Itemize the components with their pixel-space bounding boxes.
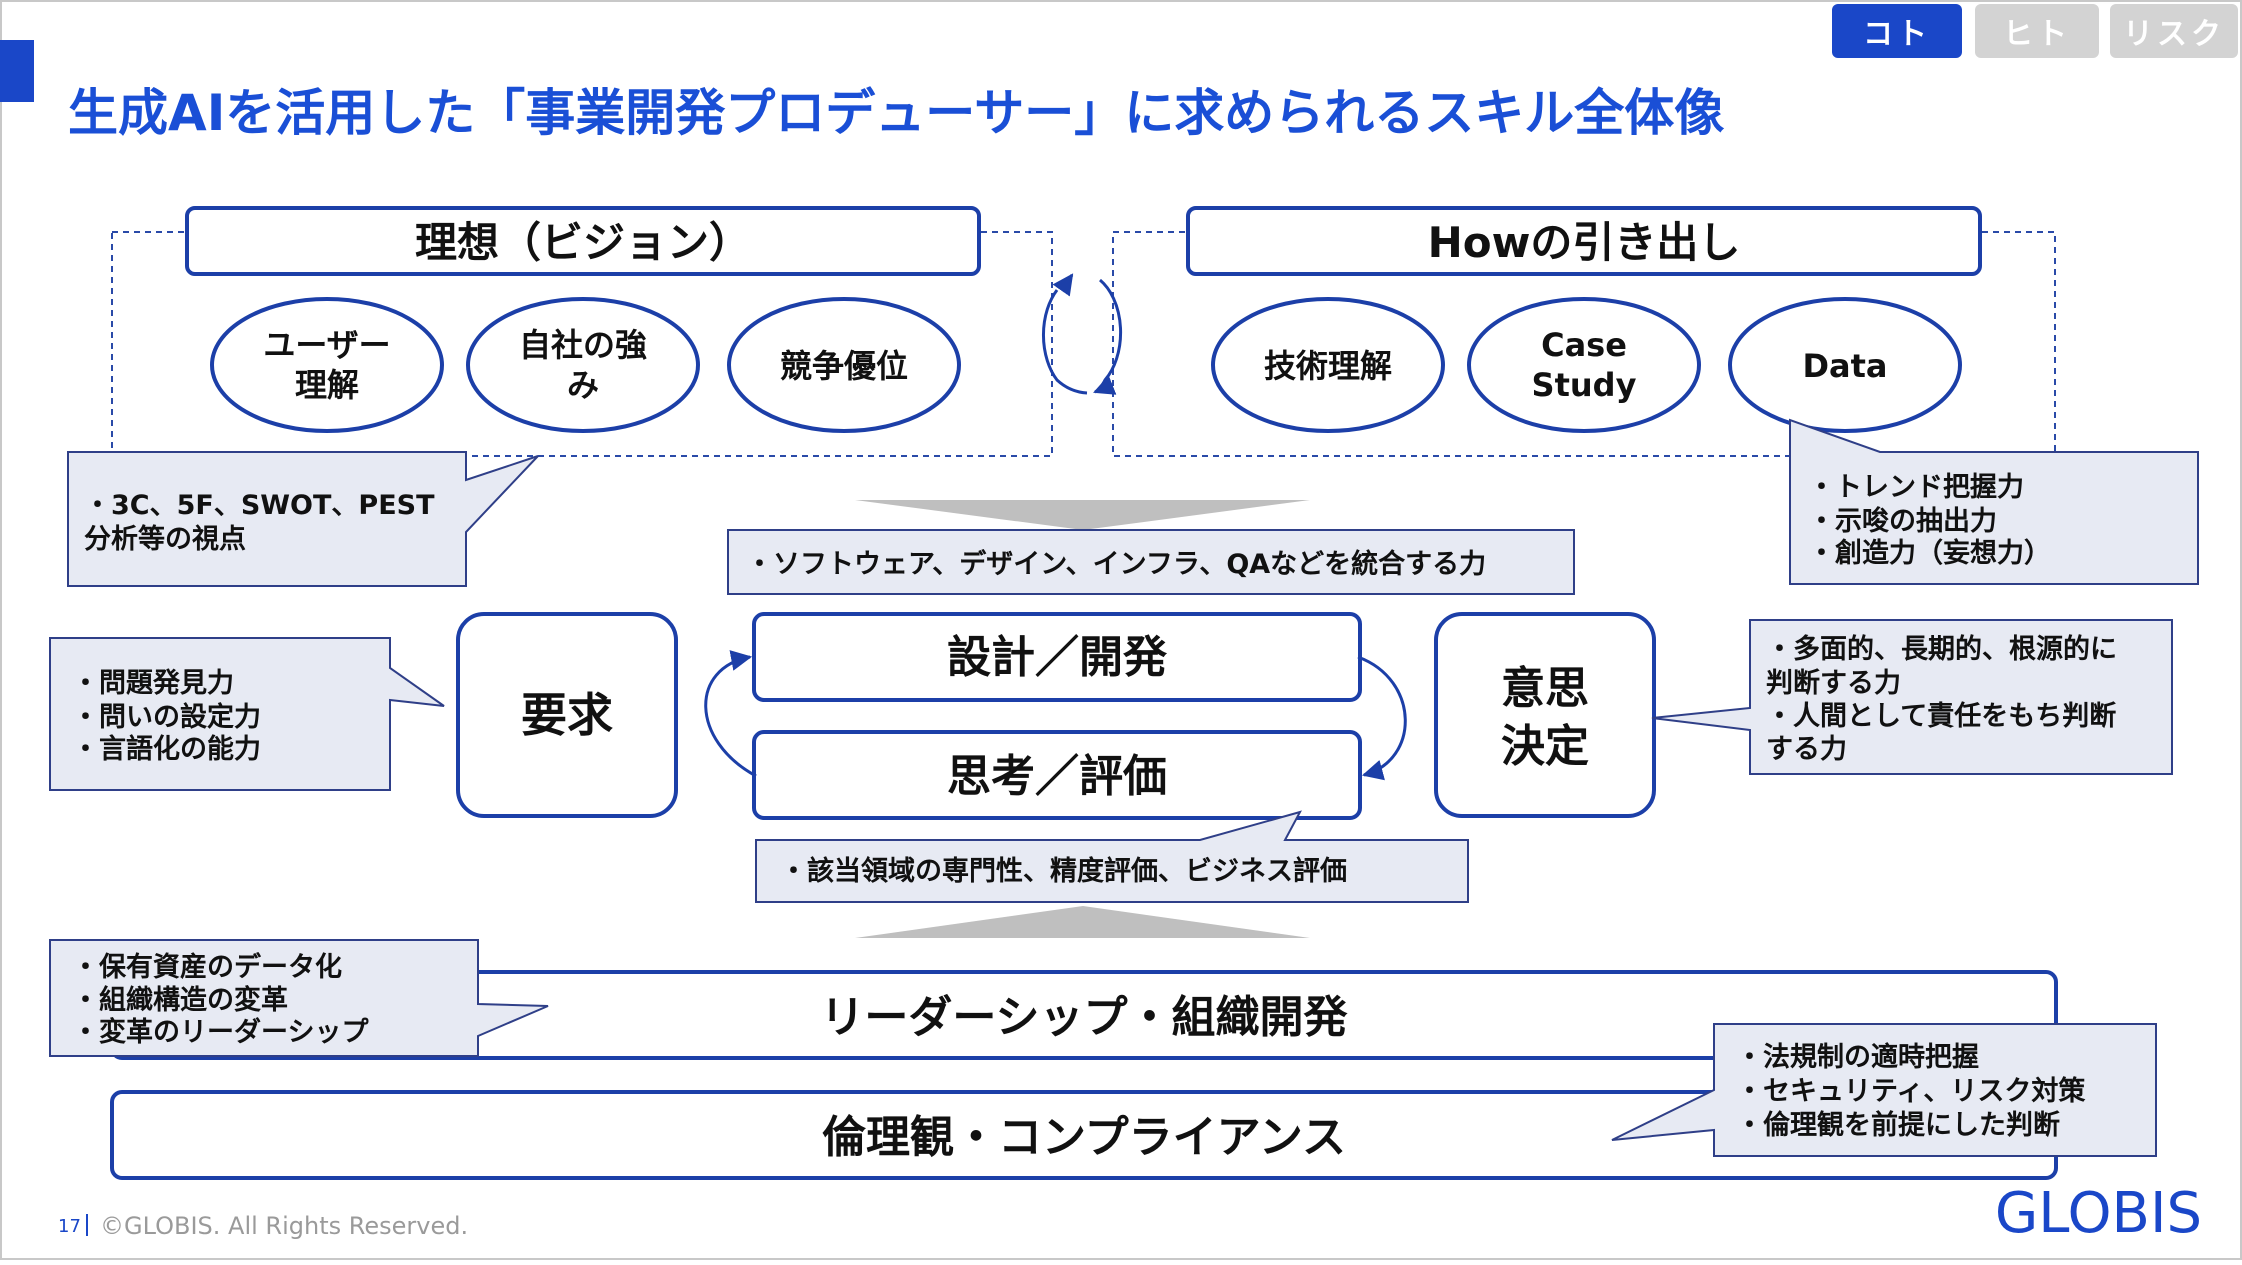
ethics-callout-line1: ・法規制の適時把握: [1736, 1041, 1979, 1073]
title-accent-bar: [0, 40, 34, 102]
tab-hito-label: ヒト: [2003, 17, 2071, 52]
tab-koto[interactable]: コト: [1832, 4, 1962, 58]
vision-callout-line1: ・3C、5F、SWOT、PEST: [84, 490, 435, 521]
cycle-arrow-left-head: [1052, 273, 1074, 297]
leadership-label: リーダーシップ・組織開発: [820, 992, 1348, 1043]
down-chevron-top: [855, 500, 1310, 530]
ethics-callout: [1611, 1023, 2157, 1157]
cycle-arrow-right: [1093, 278, 1123, 395]
ellipse-own-strength-line2: み: [567, 366, 599, 404]
requirement-callout-line1: ・問題発見力: [72, 668, 234, 699]
tab-hito[interactable]: ヒト: [1975, 4, 2099, 58]
vision-header: 理想（ビジョン）: [415, 218, 751, 267]
tab-koto-label: コト: [1863, 17, 1931, 52]
ellipse-competitive-advantage: [727, 297, 961, 433]
vision-callout-line2: 分析等の視点: [84, 523, 246, 555]
ellipse-user-understanding: [210, 297, 444, 433]
ellipse-case-study: [1467, 297, 1701, 433]
vision-group-frame: [111, 231, 1053, 457]
ellipse-competitive-advantage-label: 競争優位: [780, 347, 908, 385]
leadership-callout-line2: ・組織構造の変革: [72, 984, 288, 1016]
loop-arrow-left: [704, 650, 757, 778]
how-callout-line1: ・トレンド把握力: [1808, 472, 2024, 503]
how-callout-line2: ・示唆の抽出力: [1808, 505, 1997, 537]
requirement-callout-line2: ・問いの設定力: [72, 701, 261, 733]
leadership-callout: [49, 939, 549, 1057]
ellipse-case-study-line2: Study: [1532, 366, 1637, 404]
design-dev-label: 設計／開発: [947, 632, 1168, 683]
decision-callout-line4: する力: [1766, 734, 1847, 765]
requirement-box: [456, 612, 678, 818]
decision-box: [1434, 612, 1656, 818]
decision-callout-line3: ・人間として責任をもち判断: [1766, 701, 2116, 732]
decision-callout-line2: 判断する力: [1766, 668, 1901, 699]
ellipse-user-understanding-line1: ユーザー: [263, 326, 390, 364]
requirement-callout-line3: ・言語化の能力: [72, 733, 261, 765]
think-eval-label: 思考／評価: [947, 751, 1167, 802]
ellipse-tech-understanding-label: 技術理解: [1264, 347, 1392, 385]
requirement-label: 要求: [521, 688, 613, 742]
decision-callout: [1651, 619, 2173, 775]
up-chevron-bottom: [855, 906, 1310, 938]
ellipse-data: [1728, 297, 1962, 433]
decision-label-line2: 決定: [1501, 721, 1589, 772]
page-title: 生成AIを活用した「事業開発プロデューサー」に求められるスキル全体像: [68, 84, 1724, 142]
ellipse-data-label: Data: [1802, 347, 1887, 385]
how-header: Howの引き出し: [1428, 218, 1741, 267]
footer-divider: [86, 1214, 88, 1236]
decision-label-line1: 意思: [1501, 663, 1589, 714]
requirement-callout: [49, 637, 445, 791]
ellipse-own-strength: [466, 297, 700, 433]
decision-callout-line1: ・多面的、長期的、根源的に: [1766, 633, 2117, 665]
vision-header-box: [185, 206, 981, 276]
cycle-arrow-left: [1041, 289, 1088, 395]
leadership-callout-line3: ・変革のリーダーシップ: [72, 1016, 369, 1048]
globis-logo: GLOBIS: [1995, 1181, 2202, 1246]
expertise-note-text: ・該当領域の専門性、精度評価、ビジネス評価: [780, 855, 1347, 887]
leadership-callout-line1: ・保有資産のデータ化: [72, 951, 342, 983]
copyright: ©GLOBIS. All Rights Reserved.: [100, 1212, 468, 1240]
tab-risk[interactable]: リスク: [2110, 4, 2238, 58]
ellipse-case-study-line1: Case: [1541, 326, 1627, 364]
loop-arrow-right: [1357, 655, 1407, 781]
ellipse-own-strength-line1: 自社の強: [519, 326, 647, 364]
ethics-callout-line3: ・倫理観を前提にした判断: [1736, 1109, 2060, 1141]
how-callout: [1789, 418, 2199, 585]
ellipse-user-understanding-line2: 理解: [295, 366, 359, 404]
ethics-label: 倫理観・コンプライアンス: [822, 1112, 1346, 1163]
ellipse-tech-understanding: [1211, 297, 1445, 433]
how-callout-line3: ・創造力（妄想力）: [1808, 537, 2051, 569]
integrate-note: [727, 529, 1575, 595]
vision-callout: [67, 451, 539, 587]
integrate-note-text: ・ソフトウェア、デザイン、インフラ、QAなどを統合する力: [746, 548, 1486, 580]
page-number: 17: [58, 1216, 81, 1237]
ethics-callout-line2: ・セキュリティ、リスク対策: [1736, 1075, 2086, 1107]
expertise-note: [755, 810, 1469, 903]
tab-risk-label: リスク: [2123, 17, 2225, 52]
how-header-box: [1186, 206, 1982, 276]
